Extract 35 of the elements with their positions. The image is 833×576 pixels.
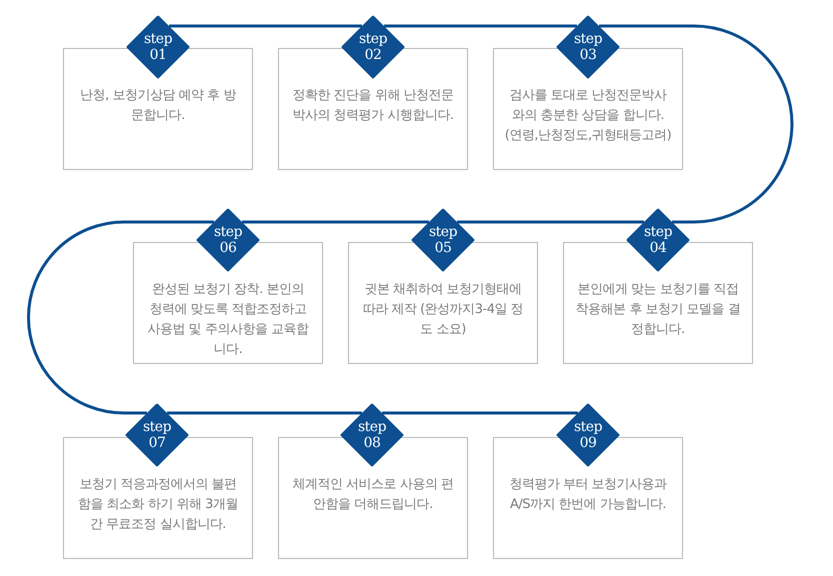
step-card [63,48,253,170]
path-line [242,220,429,224]
step-card [133,242,323,364]
step-diamond: step 02 [341,15,405,79]
path-line [169,24,362,28]
step-diamond: step 06 [196,208,260,272]
path-line [382,412,578,414]
step-description: 보청기 적응과정에서의 불편함을 최소화 하기 위해 3개월간 무료조정 실시합니다. [77,476,239,534]
step-description: 완성된 보청기 장착. 본인의 청력에 맞도록 적합조정하고 사용법 및 주의사항을 교육합니다. [146,281,310,359]
step-description: 검사를 토대로 난청전문박사 와의 충분한 상담을 합니다. (연령,난청정도,귀형태등고려) [504,87,672,145]
step-diamond: step 03 [556,15,620,79]
path-line [457,220,644,224]
step-description: 정확한 진단을 위해 난청전문박사의 청력평가 시행합니다. [292,87,454,125]
step-description: 청력평가 부터 보청기사용과 A/S까지 한번에 가능합니다. [508,476,668,514]
path-line [599,24,794,224]
step-description: 체계적인 서비스로 사용의 편안함을 더해드립니다. [292,476,454,514]
step-description: 본인에게 맞는 보청기를 직접 착용해본 후 보청기 모델을 결정합니다. [574,281,742,339]
step-card [63,437,253,559]
step-card [278,48,468,170]
step-card [348,242,538,364]
step-card [563,242,753,364]
step-diamond: step 01 [126,15,190,79]
path-line [384,24,577,28]
step-diamond: step 08 [340,403,404,467]
path-line [27,220,214,414]
step-card [278,437,468,559]
step-description: 난청, 보청기상담 예약 후 방문합니다. [79,87,238,125]
step-diamond: step 05 [411,208,475,272]
step-diamond: step 07 [125,403,189,467]
path-line [167,412,362,414]
step-diamond: step 09 [556,403,620,467]
step-description: 귓본 채취하여 보청기형태에 따라 제작 (완성까지3-4일 정도 소요) [362,281,524,339]
step-card [493,437,683,559]
step-diamond: step 04 [626,208,690,272]
step-card [493,48,683,170]
